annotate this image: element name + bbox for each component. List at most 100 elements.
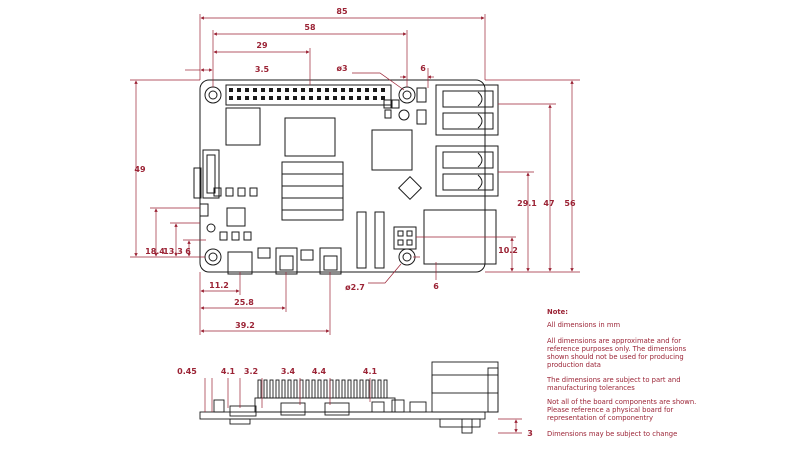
dim-3-4: 3.4 (281, 367, 296, 376)
side-view (199, 361, 499, 434)
edge-tab (193, 167, 202, 199)
fan-connector (416, 87, 427, 103)
gpio-pin (349, 88, 353, 92)
gpio-pin (277, 96, 281, 100)
note-4-line-2: Please reference a physical board for (547, 406, 674, 414)
gpio-pin (253, 96, 257, 100)
side-usb-c (229, 405, 257, 417)
heatsink-fin (299, 379, 304, 399)
top-view (193, 79, 499, 275)
gpio-pin (237, 96, 241, 100)
side-hdmi-0 (280, 402, 306, 416)
top-dimension-labels: 85 58 29 3.5 ø3 6 49 18.4 13.3 6 11.2 25… (134, 7, 576, 330)
dim-18-4: 18.4 (145, 247, 165, 256)
note-2-line-2: reference purposes only. The dimensions (547, 345, 687, 353)
dim-29-1: 29.1 (517, 199, 537, 208)
pmic-chip (371, 129, 413, 171)
heatsink-fin (335, 379, 340, 399)
gpio-pin (253, 88, 257, 92)
small-part-bottom (257, 247, 271, 259)
chip-left (225, 107, 261, 146)
gpio-pin (285, 96, 289, 100)
heatsink-fin (323, 379, 328, 399)
smd-part (237, 187, 246, 197)
gpio-pin (317, 96, 321, 100)
gpio-pin (261, 96, 265, 100)
dim-width-29: 29 (256, 41, 268, 50)
smd-part (383, 99, 392, 109)
gpio-pin (269, 96, 273, 100)
smd-part (249, 187, 258, 197)
gpio-pin (381, 96, 385, 100)
dim-6-left: 6 (185, 247, 191, 256)
smd-part (231, 231, 240, 241)
gpio-pin (229, 88, 233, 92)
gpio-pin (293, 96, 297, 100)
heatsink-fin (305, 379, 310, 399)
note-2-line-3: shown should not be used for producing (547, 353, 684, 361)
smd-part (219, 231, 228, 241)
smd-part (243, 231, 252, 241)
side-heatsink-fins (257, 379, 388, 399)
gpio-pin (365, 88, 369, 92)
note-3-line-1: The dimensions are subject to part and (546, 376, 681, 384)
dim-39-2: 39.2 (235, 321, 255, 330)
note-2-line-4: production data (547, 361, 601, 369)
gpio-pin (325, 88, 329, 92)
heatsink-fin (377, 379, 382, 399)
heatsink-fin (353, 379, 358, 399)
gpio-pin (309, 96, 313, 100)
dim-hole-dia-small: ø2.7 (345, 283, 365, 292)
gpio-pin (333, 96, 337, 100)
heatsink-fin (275, 379, 280, 399)
reset-hole (206, 223, 216, 233)
usb-port-bottom (435, 145, 499, 197)
dim-3-2: 3.2 (244, 367, 258, 376)
slot-1 (356, 211, 367, 269)
heatsink-fin (257, 379, 262, 399)
dim-25-8: 25.8 (234, 298, 254, 307)
smd-part (391, 99, 400, 109)
heatsink-fin (317, 379, 322, 399)
gpio-pin (341, 88, 345, 92)
top-dimensions (130, 14, 580, 335)
gpio-pin (325, 96, 329, 100)
notes-block: Note: All dimensions in mm All dimension… (546, 308, 696, 438)
gpio-pin (365, 96, 369, 100)
dim-offset-3-5: 3.5 (255, 65, 270, 74)
gpio-pin (357, 96, 361, 100)
small-chip-2 (384, 109, 392, 119)
heatsink-fin (287, 379, 292, 399)
gpio-pin (245, 96, 249, 100)
usb-port-top (435, 84, 499, 136)
dim-width-total: 85 (336, 7, 348, 16)
gpio-pin (261, 88, 265, 92)
heatsink-fin (293, 379, 298, 399)
heatsink-fin (281, 379, 286, 399)
smd-components (213, 99, 400, 241)
small-chip-1 (416, 109, 427, 125)
gpio-pin (229, 96, 233, 100)
heatsink-fin (383, 379, 388, 399)
heatsink-fin (263, 379, 268, 399)
gpio-pin (237, 88, 241, 92)
dim-hole-dia: ø3 (336, 64, 347, 73)
small-switch (199, 203, 209, 217)
gpio-pin (245, 88, 249, 92)
smd-part (225, 187, 234, 197)
gpio-pins (229, 88, 385, 100)
gpio-pin (373, 96, 377, 100)
side-dimensions (204, 378, 522, 434)
gpio-header (225, 84, 392, 106)
heatsink-fin (365, 379, 370, 399)
note-2-line-1: All dimensions are approximate and for (547, 337, 681, 345)
gpio-pin (381, 88, 385, 92)
gpio-pin (357, 88, 361, 92)
rotated-chip (397, 175, 423, 201)
gpio-pin (285, 88, 289, 92)
side-dimension-labels: 0.45 4.1 3.2 3.4 4.4 4.1 3 (177, 367, 533, 438)
dim-47: 47 (543, 199, 554, 208)
heatsink-fin (359, 379, 364, 399)
gpio-pin (301, 88, 305, 92)
